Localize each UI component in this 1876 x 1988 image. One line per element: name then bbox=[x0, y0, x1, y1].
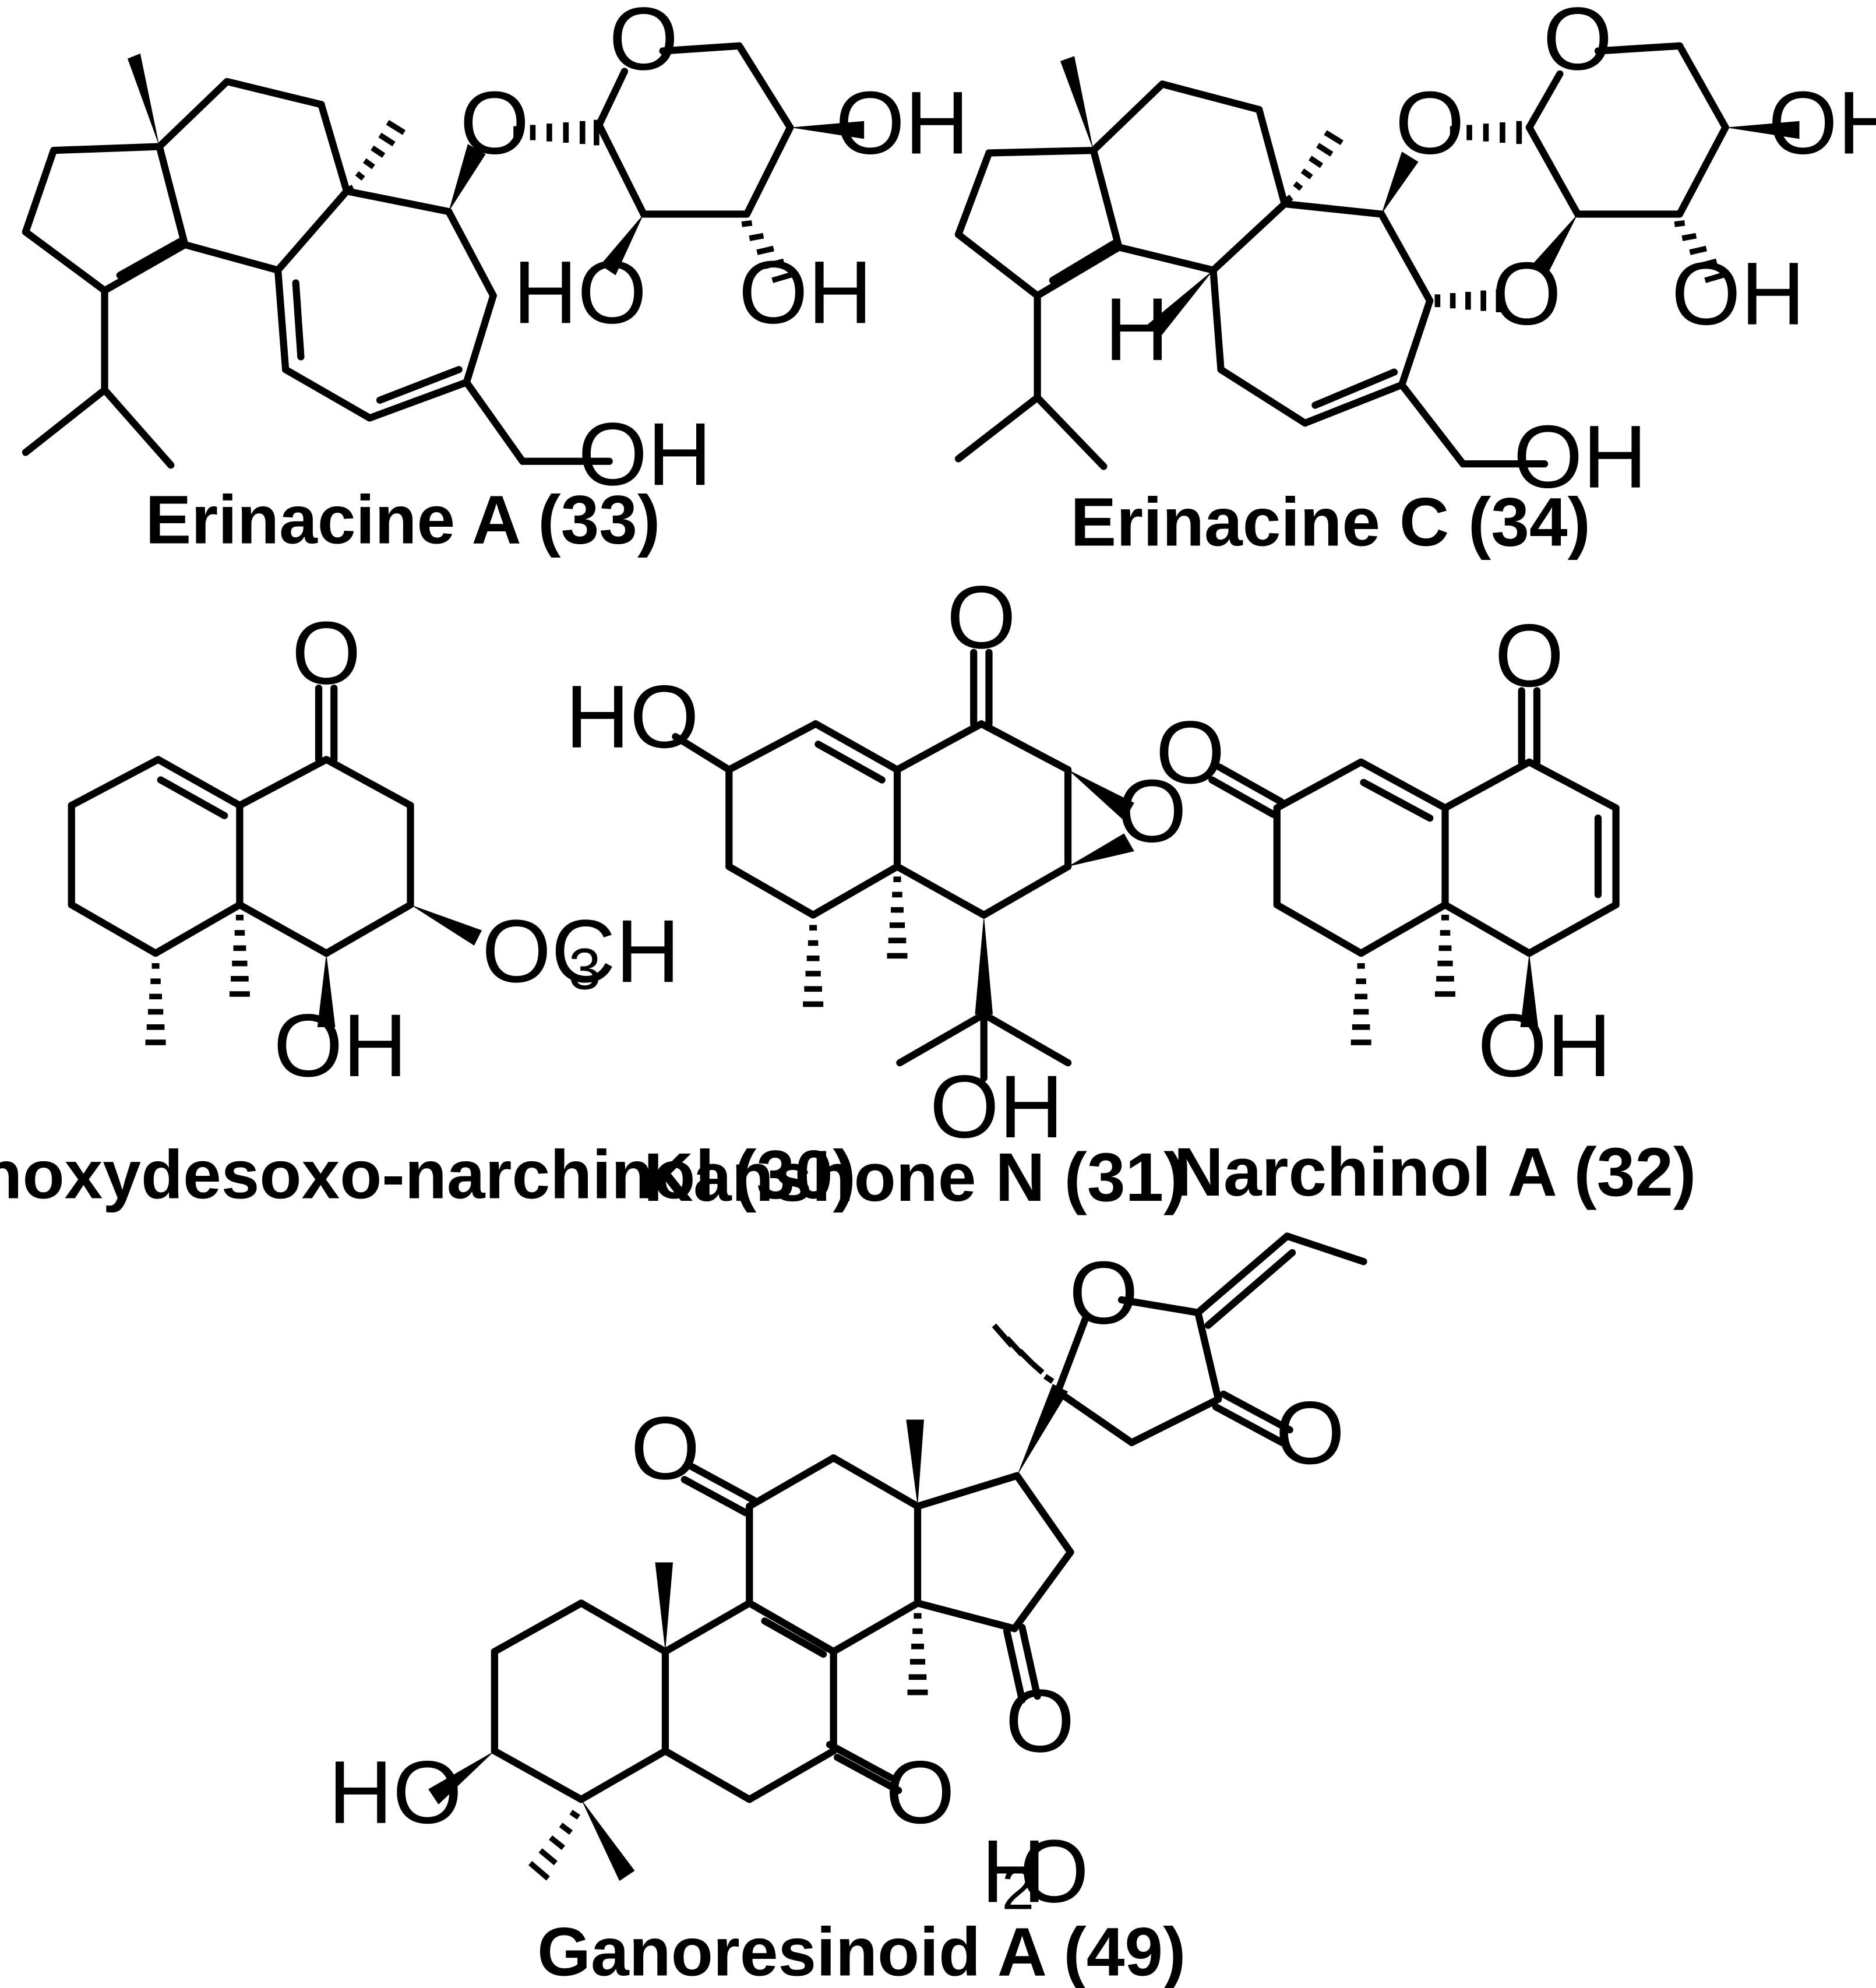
methoxydesoxo-narchinol-caption: 7-methoxydesoxo-narchinol (30) bbox=[0, 1137, 856, 1214]
ganoresinoid-a-hash-methyl-c4 bbox=[528, 1810, 580, 1881]
kanshone-n-bonds bbox=[672, 648, 1072, 1082]
erinacine-c-hydrogen-label: H bbox=[1105, 280, 1169, 379]
erinacine-a-hydroxyl-label: OH bbox=[835, 73, 969, 173]
erinacine-c-hydroxyl-label: OH bbox=[1768, 73, 1876, 173]
erinacine-c-structure: O O O OH OH OH H Erinacine C (34) bbox=[954, 0, 1876, 561]
erinacine-c-oxygen-acetal: O bbox=[1492, 244, 1561, 344]
erinacine-a-structure: O O OH HO OH OH Erinacine A (33) bbox=[22, 0, 969, 558]
erinacine-c-hash-methyl bbox=[1285, 130, 1343, 203]
water-hydrogen: H bbox=[981, 1821, 1046, 1921]
ganoresinoid-a-caption: Ganoresinoid A (49) bbox=[537, 1914, 1186, 1988]
ganoresinoid-a-hash-methyl-c14 bbox=[907, 1613, 928, 1696]
erinacine-c-oxygen-acetal: O bbox=[1395, 73, 1465, 173]
ganoresinoid-a-carbonyl-oxygen: O bbox=[886, 1743, 955, 1842]
ganoresinoid-a-structure: O O O O O HO H 2 O Ganoresinoid A (49) bbox=[328, 1232, 1367, 1988]
erinacine-a-hydroxyl-label: HO bbox=[513, 242, 647, 342]
ganoresinoid-a-furanone-oxygen: O bbox=[1069, 1243, 1138, 1342]
erinacine-c-hash-top bbox=[1450, 121, 1522, 144]
water-oxygen: O bbox=[1020, 1821, 1089, 1921]
kanshone-n-hydroxyl-label: OH bbox=[930, 1057, 1064, 1157]
kanshone-n-epoxide-oxygen: O bbox=[1117, 762, 1187, 861]
erinacine-c-hydroxyl-label: OH bbox=[1514, 407, 1648, 507]
narchinol-a-carbonyl-oxygen: O bbox=[1156, 703, 1225, 802]
narchinol-a-hash-methyl-a bbox=[1350, 963, 1371, 1045]
methoxydesoxo-hash-methyl-a bbox=[145, 963, 166, 1045]
ganoresinoid-a-stereo-bonds bbox=[428, 1323, 1069, 1881]
methoxydesoxo-narchinol-structure: O OCH 3 OH 7-methoxydesoxo-narchinol (30… bbox=[0, 603, 856, 1213]
erinacine-c-stereo-bonds bbox=[1060, 56, 1800, 338]
ganoresinoid-a-carbonyl-oxygen: O bbox=[1005, 1671, 1074, 1771]
erinacine-a-hydroxyl-label: OH bbox=[739, 242, 873, 342]
narchinol-a-stereo-bonds bbox=[1350, 914, 1539, 1045]
narchinol-a-structure: O O OH Narchinol A (32) bbox=[1156, 606, 1697, 1211]
erinacine-a-oxygen-ring: O bbox=[609, 0, 678, 89]
kanshone-n-carbonyl-oxygen: O bbox=[947, 568, 1016, 667]
methoxydesoxo-narchinol-stereo-bonds bbox=[145, 904, 482, 1045]
kanshone-n-structure: O O HO OH Kanshone N (31) bbox=[565, 568, 1187, 1216]
erinacine-c-bonds bbox=[954, 42, 1729, 470]
ganoresinoid-a-carbonyl-oxygen: O bbox=[1275, 1383, 1345, 1483]
narchinol-a-caption: Narchinol A (32) bbox=[1174, 1134, 1697, 1211]
erinacine-c-hash-oh bbox=[1674, 220, 1728, 283]
ganoresinoid-a-hash-methyl-furan bbox=[992, 1323, 1055, 1384]
methoxydesoxo-narchinol-bonds bbox=[68, 684, 414, 957]
methoxydesoxo-hash-methyl-b bbox=[229, 914, 250, 997]
kanshone-n-caption: Kanshone N (31) bbox=[644, 1139, 1187, 1216]
kanshone-n-stereo-bonds bbox=[803, 770, 1134, 1014]
narchinol-a-hydroxyl-label: OH bbox=[1477, 996, 1611, 1095]
methoxydesoxo-hydroxyl-label: OH bbox=[273, 996, 407, 1095]
erinacine-c-hydroxyl-label: OH bbox=[1672, 244, 1806, 344]
methoxydesoxo-carbonyl-oxygen: O bbox=[292, 603, 361, 703]
erinacine-a-hash-glycoside bbox=[513, 119, 600, 146]
erinacine-c-oxygen-ring: O bbox=[1543, 0, 1612, 89]
erinacine-a-caption: Erinacine A (33) bbox=[145, 481, 660, 558]
ganoresinoid-a-water-label: H 2 O bbox=[981, 1821, 1089, 1922]
narchinol-a-hash-methyl-b bbox=[1434, 914, 1455, 997]
ganoresinoid-a-bonds bbox=[491, 1232, 1367, 1803]
erinacine-a-stereo-bonds bbox=[127, 53, 865, 283]
ganoresinoid-a-carbonyl-oxygen: O bbox=[630, 1398, 700, 1498]
erinacine-a-oxygen-glycosidic: O bbox=[460, 73, 529, 173]
erinacine-c-caption: Erinacine C (34) bbox=[1070, 484, 1591, 561]
methoxydesoxo-methoxy-label: OCH bbox=[482, 901, 680, 1001]
narchinol-a-bonds bbox=[1208, 687, 1620, 957]
narchinol-a-carbonyl-oxygen: O bbox=[1494, 606, 1564, 706]
erinacine-a-bonds bbox=[22, 42, 794, 469]
water-subscript: 2 bbox=[1002, 1857, 1034, 1922]
kanshone-n-hash-methyl-a bbox=[803, 925, 824, 1007]
erinacine-a-hash-methyl bbox=[347, 119, 406, 193]
erinacine-a-hash-oh bbox=[741, 220, 795, 283]
erinacine-a-hydroxyl-label: OH bbox=[578, 404, 712, 504]
methoxydesoxo-methoxy-subscript: 3 bbox=[569, 937, 601, 1002]
kanshone-n-hydroxyl-label: HO bbox=[565, 667, 699, 767]
kanshone-n-hash-methyl-b bbox=[887, 876, 908, 959]
erinacine-c-hash-bottom bbox=[1434, 289, 1502, 312]
ganoresinoid-a-hydroxyl-label: HO bbox=[328, 1743, 462, 1842]
